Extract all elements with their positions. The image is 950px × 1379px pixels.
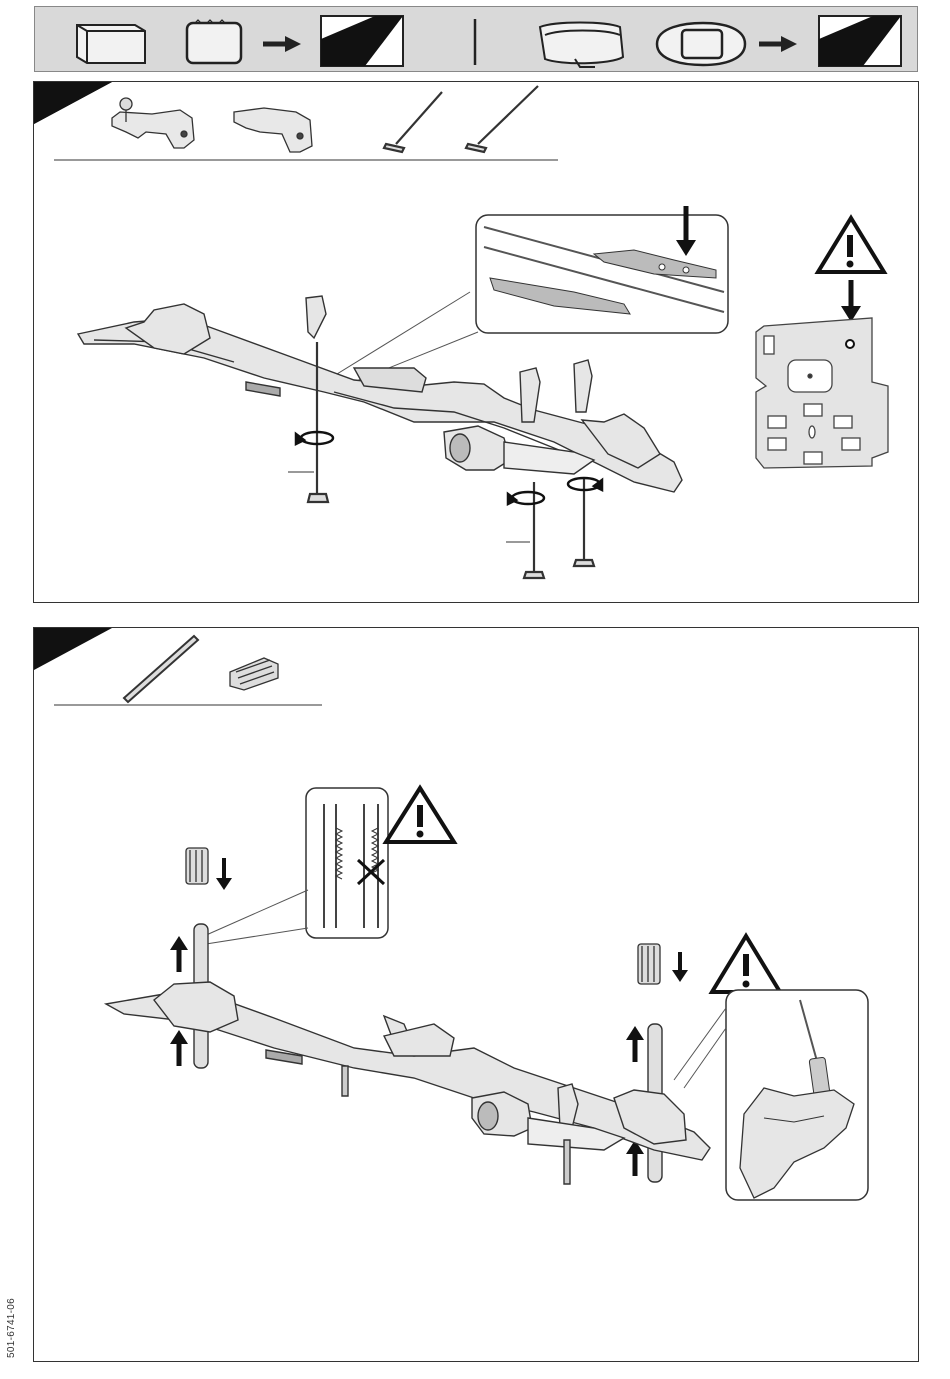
fit-indicator-icon [819,16,901,66]
arrow-down-icon [841,280,861,322]
document-code: 501-6741-06 [6,1298,17,1358]
foot-clamp-part [234,108,312,152]
t-bolt-part [384,86,538,152]
step-panel-2 [33,627,919,1362]
step-panel-1 [33,81,919,603]
square-section-icon [187,23,241,63]
arrow-down-icon [672,952,688,982]
header-bar [34,6,918,72]
aero-section-icon [657,23,745,65]
warning-triangle-icon [712,936,780,992]
aero-bar-icon [540,23,623,68]
key-foot-part [112,98,194,148]
mounting-plate-diagram [756,318,888,468]
square-bar-icon [77,25,145,63]
long-rod-part [124,636,198,702]
detail-zoom-callout [674,990,868,1200]
detail-zoom-callout [204,788,388,944]
detail-zoom-callout [324,215,728,382]
arrow-down-icon [216,858,232,890]
step-corner-marker [34,628,112,670]
rubber-cap-part [230,658,278,690]
warning-triangle-icon [818,218,884,272]
arrow-right-icon [759,36,797,52]
bike-rack-diagram [106,982,710,1184]
fit-indicator-icon [321,16,403,66]
arrow-right-icon [263,36,301,52]
warning-triangle-icon [386,788,454,842]
rubber-cap-part [638,944,660,984]
rubber-cap-part [186,848,208,884]
